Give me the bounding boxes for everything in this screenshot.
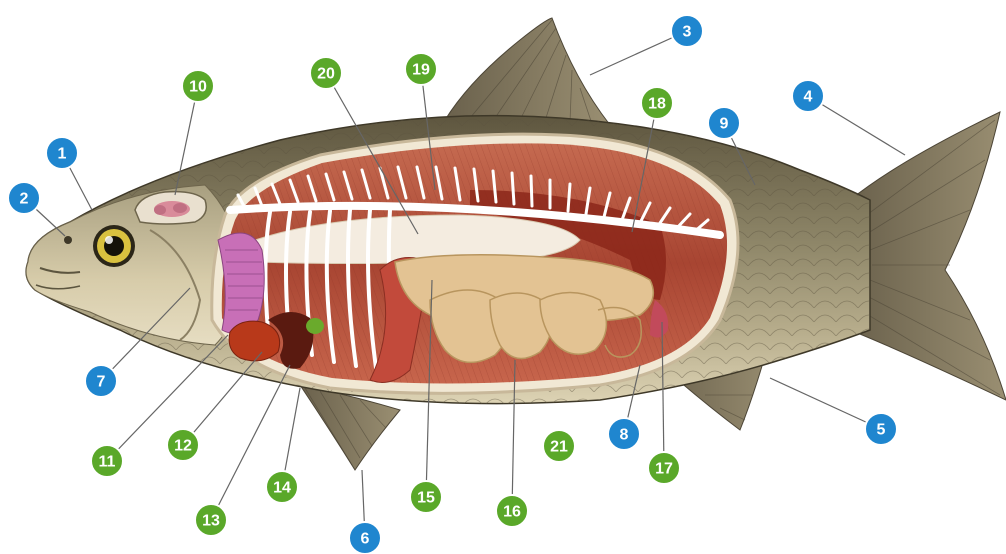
callout-number: 21 xyxy=(550,439,568,456)
gallbladder xyxy=(306,318,324,334)
nostril xyxy=(64,236,72,244)
callout-number: 9 xyxy=(720,116,729,133)
callout-number: 17 xyxy=(655,461,673,478)
callout-number: 5 xyxy=(877,422,886,439)
callout-number: 11 xyxy=(99,454,116,471)
callout-number: 12 xyxy=(174,438,192,455)
callout-badge-19: 19 xyxy=(405,53,437,85)
fish-eye xyxy=(93,225,135,267)
callout-badge-3: 3 xyxy=(671,15,703,47)
callout-number: 20 xyxy=(317,66,335,83)
callout-badge-9: 9 xyxy=(708,107,740,139)
callout-badge-5: 5 xyxy=(865,413,897,445)
gills xyxy=(218,233,264,333)
callout-badge-13: 13 xyxy=(195,504,227,536)
callout-number: 10 xyxy=(189,79,207,96)
callout-number: 6 xyxy=(361,531,370,548)
callout-number: 13 xyxy=(202,513,220,530)
callout-number: 14 xyxy=(273,480,291,497)
callout-number: 18 xyxy=(648,96,666,113)
heart xyxy=(229,321,280,361)
callout-badge-7: 7 xyxy=(85,365,117,397)
callout-number: 3 xyxy=(683,24,692,41)
callout-badge-17: 17 xyxy=(648,452,680,484)
callout-badge-20: 20 xyxy=(310,57,342,89)
callout-badge-21: 21 xyxy=(543,430,575,462)
callout-badge-14: 14 xyxy=(266,471,298,503)
caudal-fin xyxy=(850,112,1006,400)
callout-number: 15 xyxy=(417,490,435,507)
callout-badge-12: 12 xyxy=(167,429,199,461)
callout-badge-6: 6 xyxy=(349,522,381,554)
callout-badge-2: 2 xyxy=(8,182,40,214)
callout-number: 1 xyxy=(58,146,67,163)
callout-badge-10: 10 xyxy=(182,70,214,102)
callout-number: 4 xyxy=(804,89,813,106)
dorsal-fin xyxy=(445,18,610,125)
callout-number: 8 xyxy=(620,427,629,444)
callout-badge-8: 8 xyxy=(608,418,640,450)
callout-badge-4: 4 xyxy=(792,80,824,112)
callout-number: 2 xyxy=(20,191,29,208)
callout-badge-1: 1 xyxy=(46,137,78,169)
callout-badge-15: 15 xyxy=(410,481,442,513)
callout-number: 19 xyxy=(412,62,430,79)
callout-number: 7 xyxy=(97,374,106,391)
callout-badge-11: 11 xyxy=(91,445,123,477)
callout-badge-16: 16 xyxy=(496,495,528,527)
callout-number: 16 xyxy=(503,504,521,521)
callout-badge-18: 18 xyxy=(641,87,673,119)
